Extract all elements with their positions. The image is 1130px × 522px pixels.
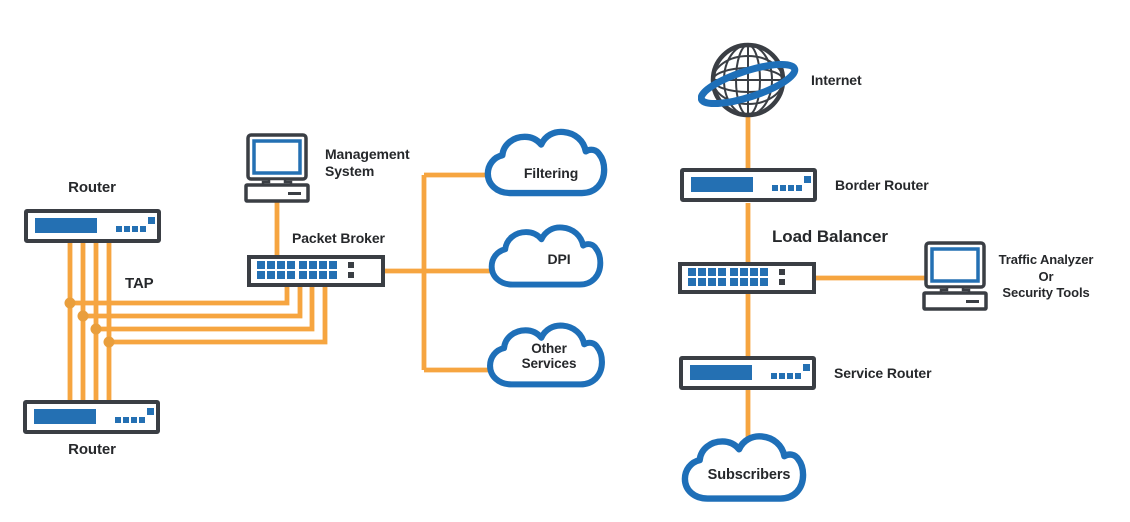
router-top-icon: [24, 209, 161, 243]
tap-label: TAP: [125, 275, 154, 292]
traffic-analyzer-label: Traffic Analyzer Or Security Tools: [998, 252, 1094, 300]
router-bottom-label: Router: [68, 441, 116, 458]
packet-broker-icon: [247, 255, 385, 287]
border-router-icon: [680, 168, 817, 202]
border-router-label: Border Router: [835, 177, 929, 193]
router-top-label: Router: [68, 179, 116, 196]
load-balancer-label: Load Balancer: [772, 227, 888, 246]
load-balancer-icon: [678, 262, 816, 294]
right-column-links: [745, 112, 932, 446]
router-bottom-icon: [23, 400, 160, 434]
filtering-cloud-label: Filtering: [523, 165, 579, 181]
broker-links: [274, 172, 502, 373]
subscribers-cloud-label: Subscribers: [707, 467, 791, 483]
management-system-label: Management System: [325, 146, 410, 179]
dpi-cloud-label: DPI: [547, 251, 571, 267]
dpi-cloud-icon: [483, 223, 609, 290]
traffic-analyzer-computer-icon: [922, 241, 988, 311]
internet-globe-icon: [698, 36, 802, 128]
packet-broker-label: Packet Broker: [292, 230, 385, 246]
service-router-label: Service Router: [834, 365, 932, 381]
internet-label: Internet: [811, 72, 862, 88]
other-services-cloud-label: Other Services: [521, 341, 577, 371]
service-router-icon: [679, 356, 816, 390]
filtering-cloud-icon: [483, 127, 609, 199]
tap-links: [64, 243, 328, 401]
management-computer-icon: [244, 133, 310, 203]
